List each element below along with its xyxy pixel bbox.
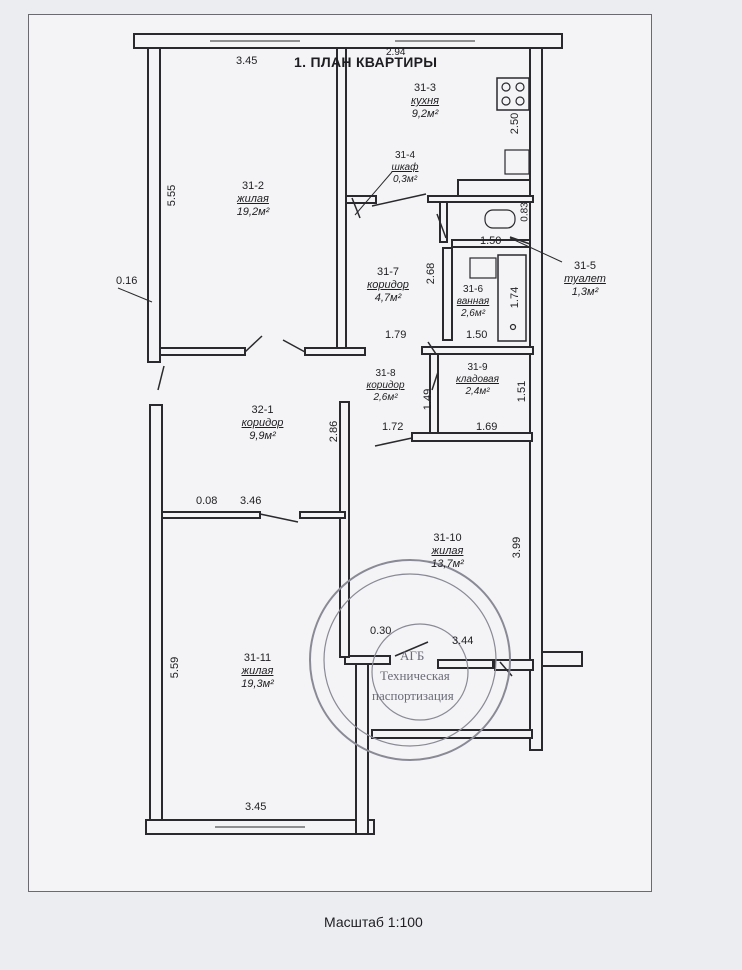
sink <box>504 149 530 175</box>
wall-room10-left <box>344 655 391 665</box>
wall-room11-top-b <box>299 511 346 519</box>
bath-inner <box>469 257 497 279</box>
wall-corridor-divider <box>339 401 350 658</box>
dim-bath-height: 1.74 <box>509 286 522 309</box>
stamp-line-2: Техническая <box>380 668 450 683</box>
wall-room2-bottom-b <box>304 347 366 356</box>
dim-corridor-172: 1.72 <box>382 421 404 433</box>
dim-corridor-height: 2.68 <box>425 262 438 285</box>
dim-wall-008: 0.08 <box>196 495 218 507</box>
wall-right-stub <box>541 651 583 667</box>
dim-bottom-width: 3.45 <box>245 801 267 813</box>
dim-wall-030: 0.30 <box>370 625 392 637</box>
wall-top <box>133 33 563 49</box>
wall-bath-left <box>442 247 453 341</box>
dim-left-height-upper: 5.55 <box>166 184 179 207</box>
scale-label: Масштаб 1:100 <box>324 914 423 930</box>
bathtub <box>497 254 527 342</box>
wall-closet9-bottom <box>411 432 533 442</box>
dim-top-right: 2.94 <box>386 47 406 58</box>
wall-room2-room3 <box>336 47 347 351</box>
stove <box>496 77 530 111</box>
dim-wall-016: 0.16 <box>116 275 138 287</box>
wall-kitchen-counter <box>457 179 531 197</box>
dim-closet-height-a: 1.49 <box>422 388 435 411</box>
wall-room10-bottom <box>437 659 494 669</box>
wall-room2-bottom-a <box>159 347 246 356</box>
dim-wc-width: 1.50 <box>480 235 502 247</box>
wall-notch-right <box>494 659 534 671</box>
wall-right <box>529 47 543 751</box>
dim-room10-height: 3.99 <box>511 536 524 559</box>
wall-kitchen-closet <box>345 195 377 204</box>
dim-kitchen-height: 2.50 <box>509 112 522 135</box>
dim-wc-083: 0.83 <box>519 202 531 222</box>
dim-closet-height-b: 1.51 <box>516 380 529 403</box>
stamp-line-1: АГБ <box>400 648 425 663</box>
wall-left-upper <box>147 47 161 363</box>
dim-corridor-width: 1.79 <box>385 329 407 341</box>
wall-room11-top-a <box>161 511 261 519</box>
stamp-seal <box>309 559 511 761</box>
stamp-line-3: паспортизация <box>372 688 454 703</box>
wall-left-lower <box>149 404 163 821</box>
dim-mid-width: 3.46 <box>240 495 262 507</box>
dim-top-left-width: 3.45 <box>236 55 258 67</box>
dim-left-height-lower: 5.59 <box>169 656 182 679</box>
plan-title: 1. ПЛАН КВАРТИРЫ <box>294 54 438 70</box>
wall-bath-bottom <box>421 346 534 355</box>
wall-notch-bottom <box>371 729 533 739</box>
dim-bath-width: 1.50 <box>466 329 488 341</box>
dim-corridor-286: 2.86 <box>328 420 341 443</box>
dim-room10-width: 3.44 <box>452 635 474 647</box>
dim-closet-width: 1.69 <box>476 421 498 433</box>
toilet <box>484 209 516 229</box>
